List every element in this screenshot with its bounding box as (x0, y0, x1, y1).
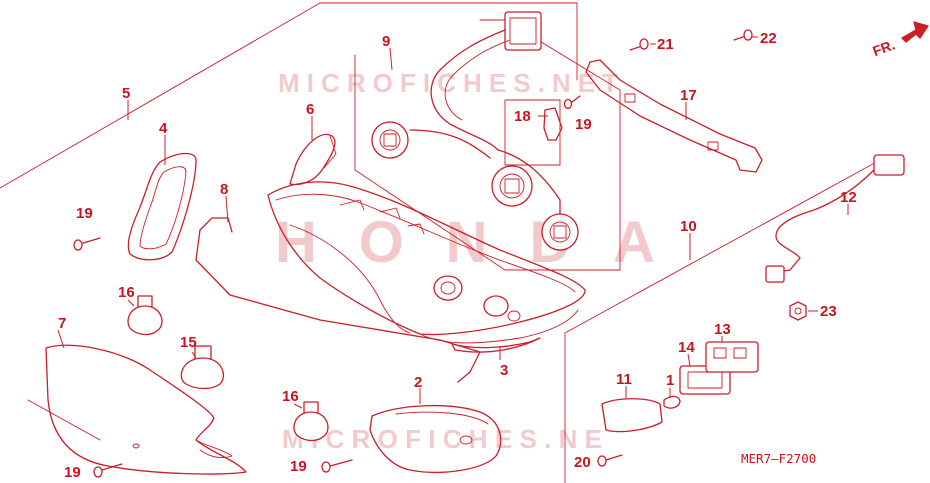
part-17-bracket (585, 59, 763, 173)
part-21-screw (629, 38, 649, 51)
label-part-14: 14 (678, 339, 695, 356)
part-22-screw (733, 29, 753, 41)
part-13-socket (705, 341, 759, 373)
label-part-18: 18 (514, 108, 531, 125)
label-part-20: 20 (574, 454, 591, 471)
label-part-15: 15 (180, 334, 197, 351)
label-part-5: 5 (122, 85, 130, 102)
part-8-wire (195, 217, 481, 383)
part-16-bulb-a (127, 295, 163, 336)
part-4-side-reflector (127, 152, 197, 261)
direction-arrow: FR. (870, 21, 929, 59)
label-part-19-c: 19 (64, 464, 81, 481)
part-9-socket-harness (371, 11, 579, 251)
label-part-16-a: 16 (118, 284, 135, 301)
label-part-7: 7 (58, 315, 66, 332)
label-part-1: 1 (666, 372, 674, 389)
label-part-19-d: 19 (290, 458, 307, 475)
label-part-17: 17 (680, 87, 697, 104)
part-1-bulb (663, 395, 681, 409)
label-part-8: 8 (220, 181, 228, 198)
part-15-bulb (180, 345, 225, 390)
part-6-lamp-housing (267, 133, 586, 344)
label-part-21: 21 (657, 36, 674, 53)
part-19-screw-b (563, 95, 581, 110)
leader-lines (57, 36, 849, 409)
label-part-13: 13 (714, 321, 731, 338)
part-20-screw (597, 454, 623, 467)
part-23-nut (789, 301, 807, 321)
label-part-12: 12 (840, 189, 857, 206)
watermark-brand: HONDA (275, 210, 655, 275)
label-part-4: 4 (159, 120, 168, 137)
drawing-code: MER7—F2700 (741, 451, 816, 466)
part-14-gasket (679, 365, 731, 395)
part-19-screw-c (93, 463, 123, 478)
part-12-lamp-harness (765, 154, 905, 283)
part-3-strip (451, 337, 541, 353)
direction-label: FR. (870, 36, 897, 59)
label-part-3: 3 (500, 362, 508, 379)
label-part-22: 22 (760, 30, 777, 47)
part-18-clip (543, 107, 563, 141)
label-part-19-a: 19 (76, 205, 93, 222)
part-16-bulb-b (293, 401, 329, 442)
group-outline-10-top (564, 159, 881, 334)
part-19-screw-a (73, 237, 101, 251)
group-outline-18 (504, 99, 561, 166)
part-labels: 5 4 8 6 9 18 19 21 22 17 10 12 23 13 14 … (58, 30, 857, 481)
label-part-23: 23 (820, 303, 837, 320)
label-part-11: 11 (616, 371, 632, 388)
part-2-lens (369, 404, 502, 473)
part-11-lens (601, 398, 663, 433)
label-part-6: 6 (306, 101, 314, 118)
group-outline-5 (0, 2, 578, 189)
watermark-site-top: MICROFICHES.NET (278, 68, 618, 98)
part-7-lens (45, 344, 247, 475)
part-19-screw-d (321, 459, 353, 473)
label-part-2: 2 (414, 374, 422, 391)
label-part-9: 9 (382, 33, 390, 50)
label-part-16-b: 16 (282, 388, 299, 405)
label-part-19-b: 19 (575, 116, 592, 133)
label-part-10: 10 (680, 218, 697, 235)
watermark-site-bottom: MICROFICHES.NE (282, 424, 602, 454)
group-outline-7 (27, 399, 101, 441)
